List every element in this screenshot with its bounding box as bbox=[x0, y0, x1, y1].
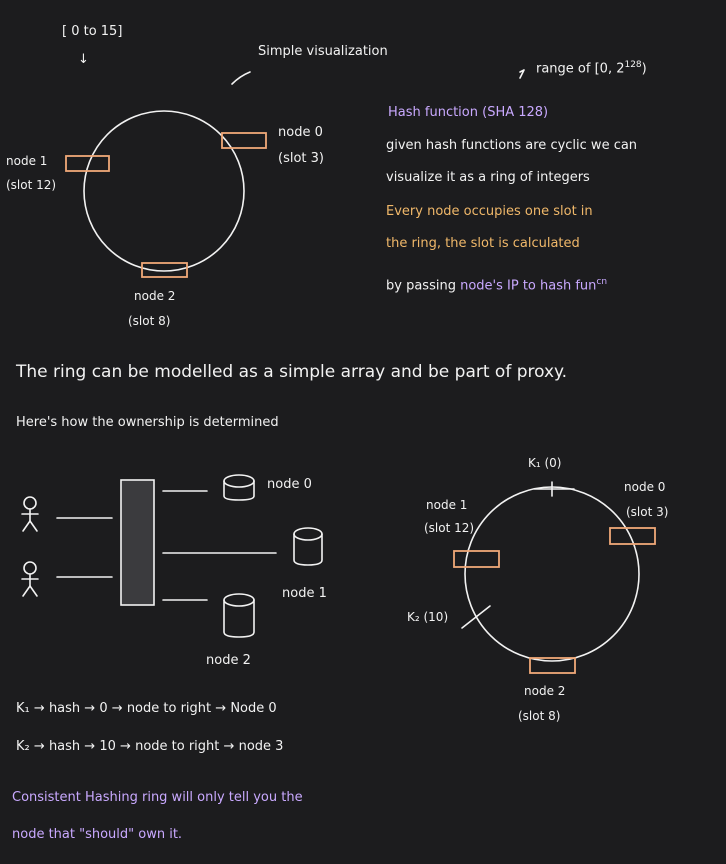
proxy-array bbox=[120, 479, 155, 606]
d2-node2-slot-box bbox=[529, 657, 576, 674]
viz-arrow bbox=[231, 71, 251, 85]
node2-db-icon bbox=[223, 593, 255, 638]
hash-heading: Hash function (SHA 128) bbox=[388, 105, 549, 120]
node1-name: node 1 bbox=[6, 154, 48, 168]
k1-label: K₁ (0) bbox=[528, 456, 562, 470]
d2-node0-name: node 0 bbox=[624, 480, 666, 494]
hash-line-3: Every node occupies one slot in bbox=[386, 204, 593, 219]
node0-slot-box bbox=[221, 132, 267, 149]
visualization-label: Simple visualization bbox=[258, 44, 388, 59]
down-arrow-icon: ↓ bbox=[78, 52, 89, 67]
conclusion-line-1: Consistent Hashing ring will only tell y… bbox=[12, 790, 303, 805]
d2-node1-name: node 1 bbox=[426, 498, 468, 512]
node1-slot: (slot 12) bbox=[6, 178, 57, 192]
proxy-node0-label: node 0 bbox=[267, 477, 312, 492]
d2-node1-slot-box bbox=[453, 550, 500, 568]
node0-slot: (slot 3) bbox=[278, 151, 324, 166]
ring-array-note: The ring can be modelled as a simple arr… bbox=[16, 362, 568, 382]
d2-node0-slot: (slot 3) bbox=[626, 505, 669, 519]
node0-db-icon bbox=[223, 474, 255, 501]
conclusion-line-2: node that "should" own it. bbox=[12, 827, 183, 842]
node1-slot-box bbox=[65, 155, 110, 172]
hash-line-2: visualize it as a ring of integers bbox=[386, 170, 590, 185]
key-row-2: K₂ → hash → 10 → node to right → node 3 bbox=[16, 739, 284, 754]
d2-node0-slot-box bbox=[609, 527, 656, 545]
proxy-node2-label: node 2 bbox=[206, 653, 251, 668]
k2-label: K₂ (10) bbox=[407, 610, 449, 624]
range-arrow bbox=[519, 69, 525, 79]
hash-ring-1 bbox=[83, 110, 245, 272]
k2-marker bbox=[461, 605, 491, 629]
hash-line-4: the ring, the slot is calculated bbox=[386, 236, 580, 251]
d2-node2-name: node 2 bbox=[524, 684, 566, 698]
node1-db-icon bbox=[293, 527, 323, 566]
node2-slot-box bbox=[141, 262, 188, 278]
range-label: [ 0 to 15] bbox=[62, 24, 123, 39]
user-icon-1 bbox=[21, 496, 39, 532]
node0-name: node 0 bbox=[278, 125, 323, 140]
ownership-note: Here's how the ownership is determined bbox=[16, 415, 279, 430]
hash-line-5: by passing node's IP to hash funcn bbox=[386, 277, 608, 294]
hash-line-1: given hash functions are cyclic we can bbox=[386, 138, 638, 153]
node2-name: node 2 bbox=[134, 289, 176, 303]
d2-node1-slot: (slot 12) bbox=[424, 521, 475, 535]
key-row-1: K₁ → hash → 0 → node to right → Node 0 bbox=[16, 701, 277, 716]
node2-slot: (slot 8) bbox=[128, 314, 171, 328]
proxy-node1-label: node 1 bbox=[282, 586, 327, 601]
d2-node2-slot: (slot 8) bbox=[518, 709, 561, 723]
range-note: range of [0, 2128) bbox=[536, 60, 647, 77]
hash-ring-2 bbox=[464, 486, 640, 662]
user-icon-2 bbox=[21, 561, 39, 597]
